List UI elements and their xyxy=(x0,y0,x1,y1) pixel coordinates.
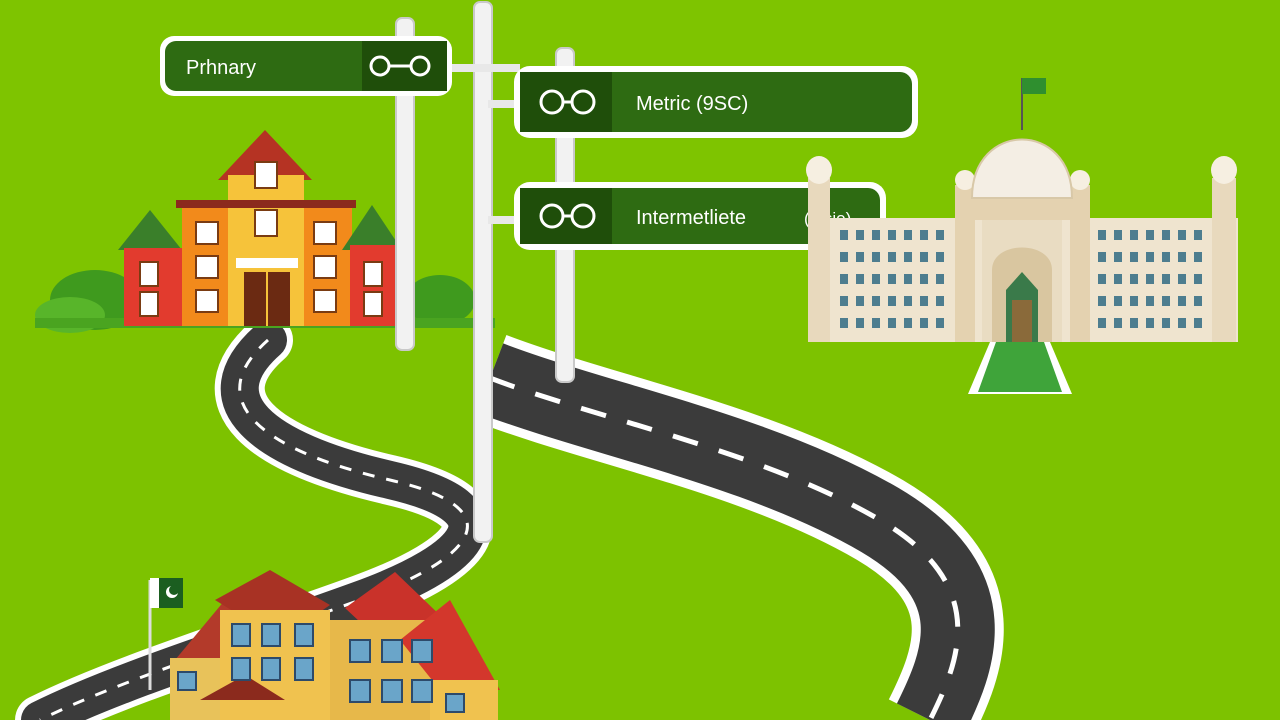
university-building xyxy=(806,78,1238,394)
sign-matric-label: Metric (9SC) xyxy=(636,93,748,115)
sign-primary: Prhnary xyxy=(160,36,452,96)
key-icon xyxy=(369,55,431,77)
sign-primary-label: Prhnary xyxy=(186,57,256,79)
pakistan-flag xyxy=(150,578,183,608)
sign-intermediate: Intermetliete (ntsio) xyxy=(514,182,886,250)
houses-cluster xyxy=(148,570,500,720)
university-flag xyxy=(1022,78,1046,94)
sign-matric: Metric (9SC) xyxy=(514,66,918,138)
primary-school-building xyxy=(118,130,402,326)
sign-intermediate-label: Intermetliete xyxy=(636,207,746,229)
road-right xyxy=(473,334,1004,720)
glasses-icon xyxy=(539,89,596,115)
glasses-icon xyxy=(539,203,596,229)
